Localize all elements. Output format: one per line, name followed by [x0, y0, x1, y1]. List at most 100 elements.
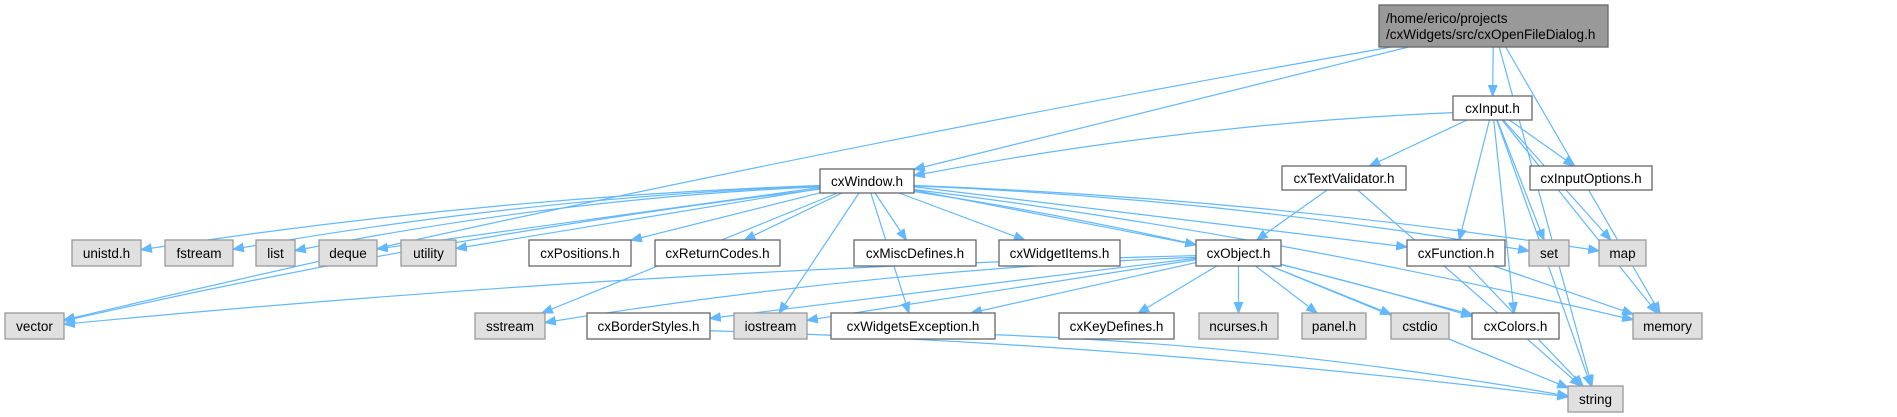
edges-layer [64, 46, 1660, 397]
node-label-cxPositions: cxPositions.h [540, 246, 620, 261]
edge-cxWindow-to-cxPositions [631, 192, 821, 240]
node-label-cxFunction: cxFunction.h [1418, 246, 1495, 261]
node-cxColors[interactable]: cxColors.h [1471, 312, 1560, 340]
node-box-set [1528, 239, 1570, 267]
edge-cxFunction-to-memory [1493, 265, 1633, 314]
node-box-cxTextValidator[interactable] [1281, 165, 1407, 191]
edge-cxWindow-to-list [295, 186, 821, 251]
node-sstream: sstream [474, 312, 546, 340]
node-cxTextValidator[interactable]: cxTextValidator.h [1281, 165, 1407, 191]
node-box-cxInputOptions[interactable] [1529, 165, 1653, 191]
edge-cxWindow-to-cxReturnCodes [744, 192, 843, 240]
node-deque: deque [318, 239, 378, 267]
node-cxInputOptions[interactable]: cxInputOptions.h [1529, 165, 1653, 191]
edge-cxObject-to-cxBorderStyles [710, 257, 1197, 318]
edge-cxWindow-to-cxWidgetItems [898, 192, 1025, 240]
node-label-cxObject: cxObject.h [1207, 246, 1271, 261]
node-box-cxPositions[interactable] [528, 239, 632, 267]
edge-root-to-cxInput [1493, 46, 1494, 96]
edge-cxBorderStyles-to-string [709, 330, 1568, 397]
edge-cxWindow-to-cxFunction [913, 186, 1407, 247]
node-cxPositions[interactable]: cxPositions.h [528, 239, 632, 267]
node-utility: utility [400, 239, 457, 267]
edge-cxObject-to-cxColors [1280, 263, 1472, 314]
node-box-cxKeyDefines[interactable] [1058, 312, 1175, 340]
nodes-layer: /home/erico/projects/cxWidgets/src/cxOpe… [4, 4, 1703, 413]
node-root[interactable]: /home/erico/projects/cxWidgets/src/cxOpe… [1378, 4, 1609, 48]
edge-cxTextValidator-to-string [1357, 189, 1581, 386]
node-label-map: map [1609, 246, 1635, 261]
node-label-set: set [1540, 246, 1558, 261]
node-label-cxReturnCodes: cxReturnCodes.h [665, 246, 769, 261]
node-box-fstream [164, 239, 234, 267]
node-box-cxBorderStyles[interactable] [586, 312, 711, 340]
node-box-cxWidgetItems[interactable] [998, 239, 1121, 267]
edge-cxWindow-to-cxColors [913, 190, 1472, 317]
edge-cxWindow-to-iostream [779, 192, 860, 313]
node-label-cxInput: cxInput.h [1465, 101, 1520, 116]
node-box-ncurses [1198, 312, 1279, 340]
node-label-cxWidgetsException: cxWidgetsException.h [847, 319, 980, 334]
node-box-cxInput[interactable] [1452, 95, 1533, 121]
edge-cxWindow-to-set [913, 185, 1529, 251]
node-string: string [1567, 385, 1624, 413]
node-box-utility [400, 239, 457, 267]
node-cxWidgetsException[interactable]: cxWidgetsException.h [830, 312, 996, 340]
node-cstdio: cstdio [1390, 312, 1450, 340]
node-label-ncurses: ncurses.h [1209, 319, 1268, 334]
node-label-cxWidgetItems: cxWidgetItems.h [1010, 246, 1110, 261]
node-cxWindow[interactable]: cxWindow.h [819, 168, 915, 194]
edge-cxWindow-to-utility [456, 188, 821, 249]
node-cxBorderStyles[interactable]: cxBorderStyles.h [586, 312, 711, 340]
node-fstream: fstream [164, 239, 234, 267]
node-label-cxKeyDefines: cxKeyDefines.h [1070, 319, 1164, 334]
node-label-list: list [267, 246, 284, 261]
node-box-cxWindow[interactable] [819, 168, 915, 194]
edge-cxObject-to-iostream [807, 259, 1197, 321]
node-box-cxMiscDefines[interactable] [853, 239, 977, 267]
node-cxKeyDefines[interactable]: cxKeyDefines.h [1058, 312, 1175, 340]
node-box-unistd [71, 239, 142, 267]
edge-cxInput-to-cxWindow [914, 112, 1454, 176]
node-box-list [255, 239, 296, 267]
node-box-cxFunction[interactable] [1406, 239, 1506, 267]
node-box-cxObject[interactable] [1195, 239, 1282, 267]
node-label-iostream: iostream [745, 319, 797, 334]
node-label-cxBorderStyles: cxBorderStyles.h [597, 319, 699, 334]
node-box-cxReturnCodes[interactable] [654, 239, 781, 267]
edge-cxInput-to-set [1496, 119, 1544, 240]
node-label-fstream: fstream [176, 246, 221, 261]
node-label-root: /cxWidgets/src/cxOpenFileDialog.h [1386, 27, 1595, 42]
edge-cxWindow-to-cxMiscDefines [874, 192, 906, 240]
edge-cxInput-to-memory [1501, 119, 1657, 313]
node-cxWidgetItems[interactable]: cxWidgetItems.h [998, 239, 1121, 267]
node-label-cstdio: cstdio [1402, 319, 1437, 334]
edge-cxObject-to-cxKeyDefines [1138, 265, 1218, 313]
node-box-cxWidgetsException[interactable] [830, 312, 996, 340]
edge-root-to-cxWindow [914, 46, 1409, 169]
edge-root-to-string [1498, 46, 1592, 386]
node-box-iostream [733, 312, 808, 340]
edge-root-to-vector [64, 46, 1392, 320]
node-label-panel: panel.h [1312, 319, 1356, 334]
node-box-root[interactable] [1378, 4, 1609, 48]
node-cxInput[interactable]: cxInput.h [1452, 95, 1533, 121]
node-label-utility: utility [413, 246, 444, 261]
node-label-deque: deque [329, 246, 367, 261]
node-label-root: /home/erico/projects [1386, 11, 1508, 26]
node-cxMiscDefines[interactable]: cxMiscDefines.h [853, 239, 977, 267]
node-cxReturnCodes[interactable]: cxReturnCodes.h [654, 239, 781, 267]
edge-cxWindow-to-map [913, 184, 1599, 250]
node-label-cxMiscDefines: cxMiscDefines.h [866, 246, 964, 261]
node-memory: memory [1632, 312, 1703, 340]
node-box-cxColors[interactable] [1471, 312, 1560, 340]
node-label-cxWindow: cxWindow.h [831, 174, 903, 189]
node-label-cxInputOptions: cxInputOptions.h [1540, 171, 1641, 186]
node-box-panel [1301, 312, 1367, 340]
node-unistd: unistd.h [71, 239, 142, 267]
edge-cxWindow-to-unistd [141, 184, 821, 249]
node-cxObject[interactable]: cxObject.h [1195, 239, 1282, 267]
node-cxFunction[interactable]: cxFunction.h [1406, 239, 1506, 267]
node-box-vector [4, 312, 65, 340]
